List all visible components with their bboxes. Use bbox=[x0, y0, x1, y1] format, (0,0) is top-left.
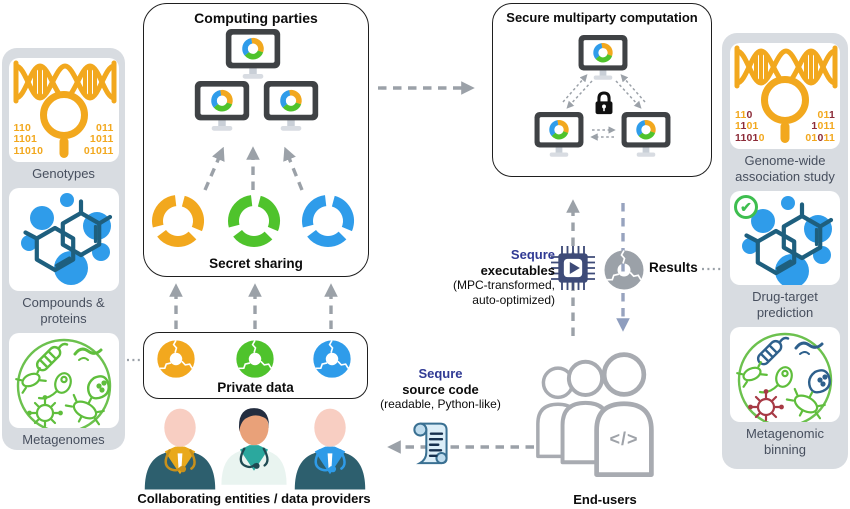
secret-share-cycle-icon bbox=[152, 195, 204, 247]
molecule-protein-icon bbox=[20, 193, 112, 285]
monitor-mpc-left bbox=[532, 112, 586, 158]
sequre-brand: Sequre bbox=[418, 366, 463, 381]
cycle-yellow bbox=[149, 192, 207, 250]
end-user-front bbox=[590, 349, 658, 477]
mpc-link-tl-1 bbox=[566, 80, 593, 109]
compounds-label: Compounds & proteins bbox=[22, 295, 105, 326]
data-donut-icon bbox=[313, 339, 351, 378]
mpc-link-tr-2 bbox=[620, 74, 646, 103]
binning-label: Metagenomic binning bbox=[745, 426, 825, 457]
end-user-person-icon bbox=[594, 352, 654, 477]
cycle-blue bbox=[299, 192, 357, 250]
executable-chip-icon bbox=[551, 246, 595, 290]
genotypes-label: Genotypes bbox=[32, 166, 95, 181]
results-donut bbox=[601, 247, 647, 293]
monitor-mpc-right bbox=[619, 112, 673, 158]
lock-slot bbox=[593, 90, 615, 115]
microbes-circle-icon bbox=[736, 332, 833, 422]
doctor-3 bbox=[290, 400, 370, 491]
tile-metagenomic-binning bbox=[730, 327, 840, 422]
donut-blue bbox=[310, 337, 354, 381]
source-code-scroll-icon bbox=[413, 422, 448, 465]
dna-magnifier-icon bbox=[13, 60, 116, 158]
tile-drug-target: ✔ bbox=[730, 191, 840, 285]
computer-monitor-icon bbox=[578, 35, 628, 80]
metagenomes-label: Metagenomes bbox=[22, 432, 105, 447]
computer-monitor-icon bbox=[263, 81, 319, 131]
mpc-link-tr-1 bbox=[615, 80, 642, 109]
microbes-circle-icon bbox=[14, 338, 111, 428]
code-glyph: </> bbox=[609, 429, 639, 449]
doctor-icon bbox=[294, 408, 366, 490]
data-donut-icon bbox=[236, 339, 274, 378]
cycle-green bbox=[225, 192, 283, 250]
monitor-cp-right bbox=[261, 81, 321, 132]
monitor-cp-left bbox=[192, 81, 252, 132]
secure-mpc-title: Secure multiparty computation bbox=[506, 10, 698, 25]
check-icon: ✔ bbox=[734, 195, 758, 219]
donut-yellow bbox=[154, 337, 198, 381]
computer-monitor-icon bbox=[225, 29, 281, 79]
mpc-link-tl-2 bbox=[562, 74, 588, 103]
arrow-share-to-monitor-left bbox=[203, 146, 225, 191]
end-users-label: End-users bbox=[573, 492, 637, 507]
tile-metagenomes bbox=[8, 333, 119, 428]
tile-compounds bbox=[8, 188, 119, 291]
computing-parties-title: Computing parties bbox=[194, 10, 318, 26]
doctor-1 bbox=[140, 400, 220, 491]
collaborators-label: Collaborating entities / data providers bbox=[137, 491, 371, 506]
private-data-label: Private data bbox=[217, 380, 294, 395]
gwas-label: Genome-wide association study bbox=[735, 153, 835, 184]
drug-target-label: Drug-target prediction bbox=[752, 289, 818, 320]
data-donut-icon bbox=[157, 339, 195, 378]
data-donut-icon bbox=[604, 250, 644, 290]
doctor-icon bbox=[221, 408, 287, 485]
monitor-mpc-top bbox=[576, 35, 630, 81]
secret-share-cycle-icon bbox=[228, 195, 280, 247]
chip-slot bbox=[551, 246, 595, 290]
arrow-share-to-monitor-right bbox=[283, 146, 304, 191]
lock-icon bbox=[595, 91, 613, 115]
results-label: Results bbox=[649, 260, 698, 275]
computer-monitor-icon bbox=[194, 81, 250, 131]
secure-mpc-box bbox=[492, 3, 712, 177]
computer-monitor-icon bbox=[534, 112, 584, 157]
sequre-executables-text: Sequre executables (MPC-transformed, aut… bbox=[393, 247, 555, 308]
donut-green bbox=[233, 337, 277, 381]
sequre-source-code-text: Sequre source code (readable, Python-lik… bbox=[368, 366, 513, 412]
doctor-2 bbox=[217, 402, 291, 487]
scroll-slot bbox=[407, 419, 453, 469]
sequre-brand: Sequre bbox=[510, 247, 555, 262]
computer-monitor-icon bbox=[621, 112, 671, 157]
doctor-icon bbox=[144, 408, 216, 490]
monitor-cp-top bbox=[223, 29, 283, 80]
molecule-protein-icon bbox=[742, 196, 834, 285]
dna-magnifier-icon bbox=[734, 45, 838, 143]
secret-sharing-label: Secret sharing bbox=[209, 256, 303, 271]
secret-share-cycle-icon bbox=[302, 195, 354, 247]
